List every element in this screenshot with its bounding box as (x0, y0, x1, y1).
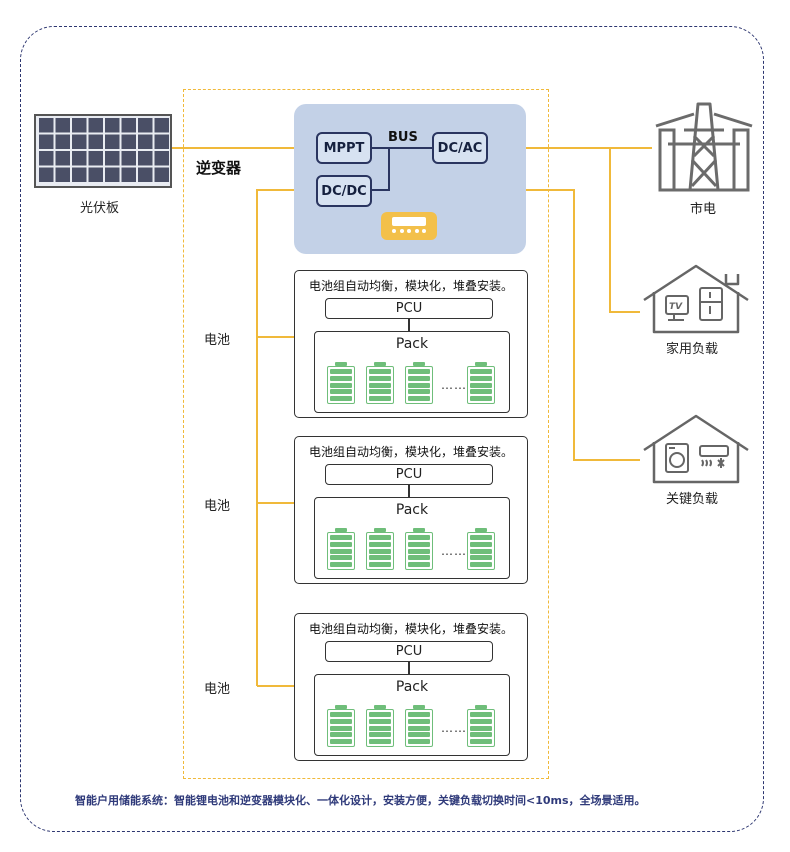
solar-cell (72, 167, 87, 182)
home-load-label: 家用负载 (666, 342, 719, 357)
solar-cell (72, 134, 87, 149)
mppt-block: MPPT (316, 132, 372, 164)
solar-cell (121, 167, 136, 182)
battery-cell-icon (327, 705, 355, 747)
solar-cell (121, 134, 136, 149)
solar-cell (121, 118, 136, 133)
battery-cell-icon (405, 705, 433, 747)
solar-cell (138, 151, 153, 166)
pack-label: Pack (395, 502, 429, 518)
solar-cell (105, 151, 120, 166)
bus-label: BUS (388, 130, 418, 145)
battery-group: 电池组自动均衡，模块化，堆叠安装。 PCU Pack …… (294, 436, 528, 584)
battery-cell-icon (405, 362, 433, 404)
battery-label-1: 电池 (204, 333, 231, 348)
battery-group-caption: 电池组自动均衡，模块化，堆叠安装。 (308, 445, 513, 459)
solar-cell (55, 134, 70, 149)
solar-cell (138, 167, 153, 182)
solar-panel-icon (34, 114, 172, 188)
solar-cell (138, 118, 153, 133)
solar-cell (105, 134, 120, 149)
battery-group-caption: 电池组自动均衡，模块化，堆叠安装。 (308, 279, 513, 293)
battery-cell-icon (366, 528, 394, 570)
critical-load-label: 关键负载 (666, 492, 719, 507)
pack-ellipsis: …… (441, 378, 467, 392)
solar-cell (154, 118, 169, 133)
solar-cell (72, 151, 87, 166)
battery-label-3: 电池 (204, 682, 231, 697)
pcu-box: PCU (325, 464, 493, 485)
solar-cell (105, 118, 120, 133)
wire-critical-load (526, 189, 640, 461)
tv-text: TV (669, 302, 683, 312)
solar-cell (88, 151, 103, 166)
solar-cell (88, 134, 103, 149)
inverter-title: 逆变器 (196, 159, 242, 177)
system-outer-frame (20, 26, 764, 832)
inverter-bus-lines (372, 147, 432, 191)
inverter-dashed-frame (183, 89, 549, 779)
dcac-block: DC/AC (432, 132, 488, 164)
solar-cell (72, 118, 87, 133)
solar-cell (121, 151, 136, 166)
pack-label: Pack (395, 679, 429, 695)
solar-panel-label: 光伏板 (80, 201, 120, 216)
solar-cell (55, 118, 70, 133)
footer-caption: 智能户用储能系统：智能锂电池和逆变器模块化、一体化设计，安装方便，关键负载切换时… (75, 794, 646, 807)
battery-group: 电池组自动均衡，模块化，堆叠安装。 PCU Pack …… (294, 270, 528, 418)
solar-cell (138, 134, 153, 149)
battery-cell-icon (366, 362, 394, 404)
battery-group-caption: 电池组自动均衡，模块化，堆叠安装。 (308, 622, 513, 636)
solar-cell (154, 151, 169, 166)
pack-box: Pack …… (314, 674, 510, 756)
solar-cell (39, 167, 54, 182)
pack-box: Pack …… (314, 331, 510, 413)
battery-cell-icon (405, 528, 433, 570)
solar-cell (154, 134, 169, 149)
solar-cell (55, 151, 70, 166)
home-load-house-icon: TV (643, 264, 749, 334)
battery-cell-icon (366, 705, 394, 747)
inverter-display-icon (381, 212, 437, 240)
battery-cell-icon (467, 362, 495, 404)
dcdc-block: DC/DC (316, 175, 372, 207)
solar-cell (39, 118, 54, 133)
battery-group: 电池组自动均衡，模块化，堆叠安装。 PCU Pack …… (294, 613, 528, 761)
solar-cell (88, 118, 103, 133)
solar-cell (88, 167, 103, 182)
power-tower-icon (655, 102, 753, 192)
pcu-box: PCU (325, 641, 493, 662)
pack-ellipsis: …… (441, 544, 467, 558)
solar-cell (154, 167, 169, 182)
battery-label-2: 电池 (204, 499, 231, 514)
pack-box: Pack …… (314, 497, 510, 579)
grid-label: 市电 (690, 202, 717, 217)
battery-cell-icon (327, 528, 355, 570)
solar-cell (105, 167, 120, 182)
battery-cell-icon (467, 528, 495, 570)
battery-cell-icon (327, 362, 355, 404)
solar-cell (39, 134, 54, 149)
solar-cell (55, 167, 70, 182)
wire-home-load (609, 148, 640, 313)
critical-load-house-icon (643, 414, 749, 484)
pack-ellipsis: …… (441, 721, 467, 735)
pack-label: Pack (395, 336, 429, 352)
solar-cell (39, 151, 54, 166)
pcu-box: PCU (325, 298, 493, 319)
battery-cell-icon (467, 705, 495, 747)
